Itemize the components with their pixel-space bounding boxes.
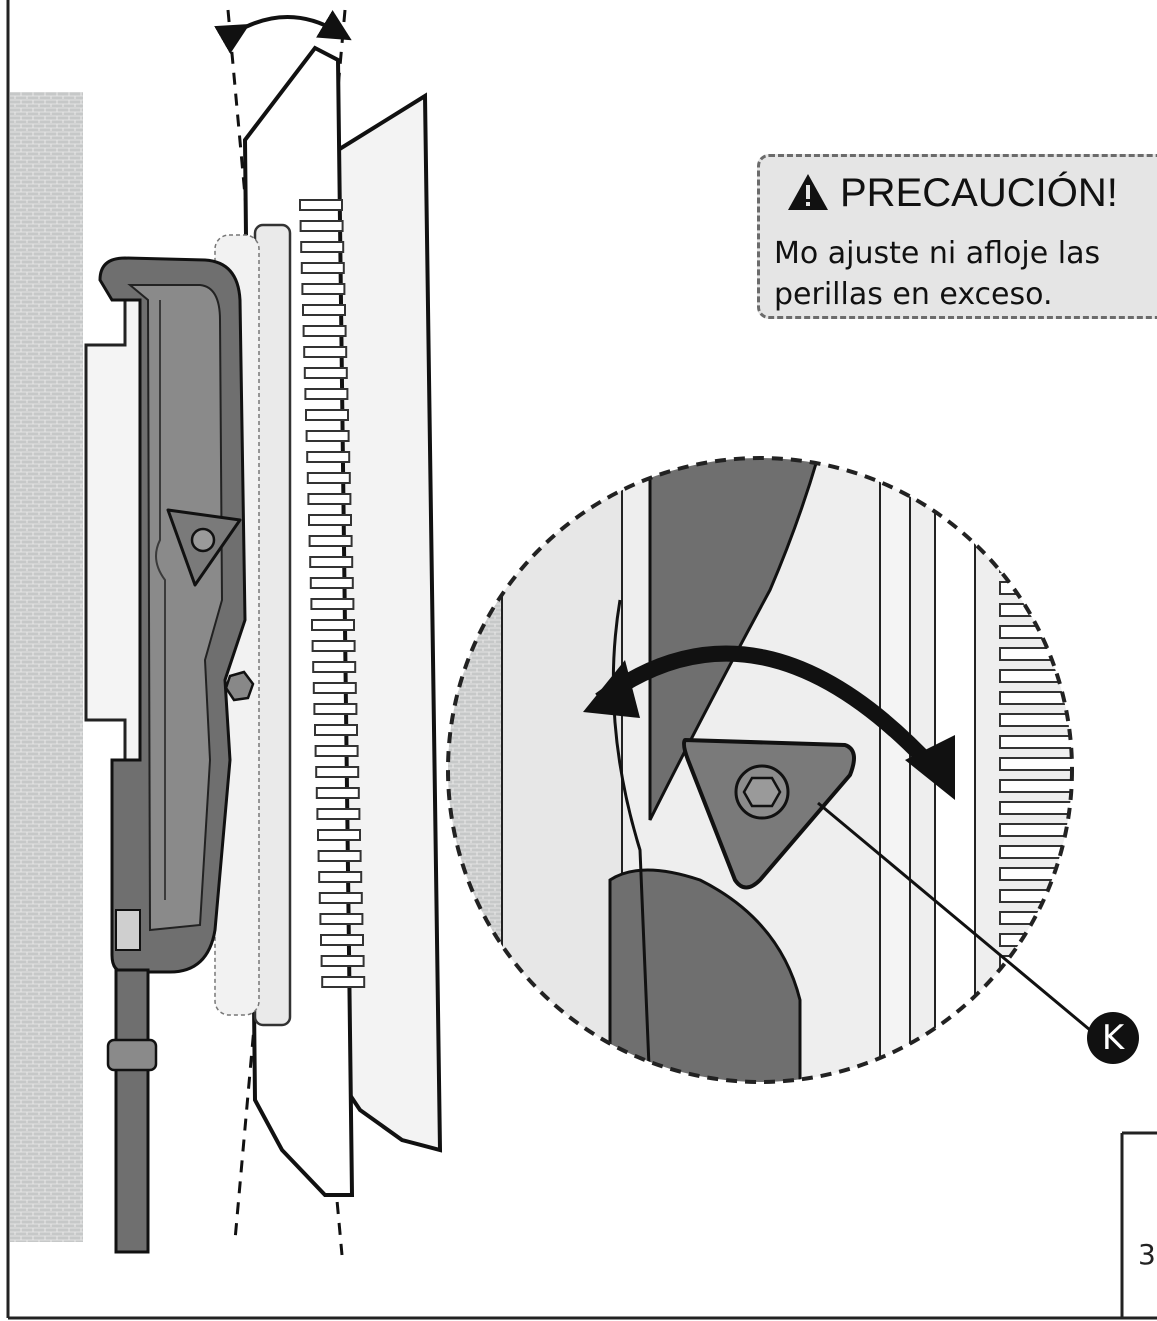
vent-slot-detail — [999, 669, 1072, 683]
vent-slot — [306, 472, 351, 484]
vent-slot — [319, 913, 364, 925]
vent-slot-detail — [999, 713, 1072, 727]
vent-slot — [313, 703, 358, 715]
vent-slot — [303, 367, 348, 379]
vent-slot — [321, 976, 366, 988]
vent-slot — [309, 577, 354, 589]
vent-slot — [311, 640, 356, 652]
vent-slot — [317, 829, 361, 841]
vent-slot — [300, 241, 345, 253]
vent-slot — [299, 220, 344, 232]
caution-box: PRECAUCIÓN! Mo ajuste ni afloje las peri… — [757, 154, 1157, 319]
vent-slot-detail — [999, 867, 1072, 881]
vent-slot — [305, 409, 349, 421]
vent-slot — [317, 850, 362, 862]
zoom-detail — [446, 456, 1091, 1084]
vent-slot-detail — [999, 625, 1072, 639]
vent-slot — [308, 535, 353, 547]
vent-slot — [308, 514, 352, 526]
vent-slot — [305, 430, 350, 442]
vent-slot — [302, 304, 346, 316]
vent-slot — [299, 199, 343, 211]
tv-bracket-plate — [253, 223, 292, 1027]
vent-slot-detail — [999, 801, 1072, 815]
support-post — [106, 909, 158, 1254]
vent-slot-detail — [999, 559, 1072, 573]
tilt-knob-small — [166, 508, 242, 587]
page-frame — [6, 0, 1157, 1320]
vent-slot — [306, 451, 351, 463]
caution-line-2: perillas en exceso. — [774, 277, 1053, 312]
vent-slot — [309, 556, 354, 568]
vent-slot-detail — [999, 823, 1072, 837]
vent-slot — [311, 619, 355, 631]
knob-callout-label: K — [1087, 1012, 1139, 1064]
vent-slot-detail — [999, 933, 1072, 947]
vent-slot-detail — [999, 735, 1072, 749]
vent-slot — [315, 766, 360, 778]
vent-slot — [318, 871, 363, 883]
caution-line-1: Mo ajuste ni afloje las — [774, 236, 1101, 271]
vent-slot — [303, 346, 348, 358]
vent-slot — [300, 262, 345, 274]
vent-slot-detail — [999, 691, 1072, 705]
vent-slot — [301, 283, 346, 295]
tilt-arrow — [214, 10, 352, 54]
vent-slot — [320, 955, 365, 967]
tv-vent-slots — [299, 199, 366, 988]
page-number: 3 — [1138, 1238, 1156, 1271]
vent-slot — [307, 493, 352, 505]
vent-slot-detail — [999, 647, 1072, 661]
vent-slot — [312, 682, 357, 694]
vent-slot — [314, 724, 358, 736]
vent-slot — [302, 325, 347, 337]
vent-slot — [316, 808, 361, 820]
vent-slot-detail — [999, 757, 1072, 771]
vent-slot — [314, 745, 359, 757]
vent-slot-detail — [999, 603, 1072, 617]
vent-slot — [304, 388, 349, 400]
callout-leader-line — [817, 801, 1091, 1032]
vent-slot — [320, 934, 364, 946]
vent-slot-detail — [999, 779, 1072, 793]
vent-slot-detail — [999, 889, 1072, 903]
vent-slot — [310, 598, 355, 610]
vent-slot-detail — [999, 911, 1072, 925]
wall — [10, 92, 83, 1242]
warning-triangle-icon — [788, 174, 828, 210]
vent-slot-detail — [999, 845, 1072, 859]
vent-slot — [315, 787, 360, 799]
vent-slot-detail — [999, 581, 1072, 595]
vent-slot — [312, 661, 357, 673]
caution-title: PRECAUCIÓN! — [840, 171, 1118, 215]
pivot-nut — [224, 670, 255, 702]
vent-slot — [318, 892, 363, 904]
